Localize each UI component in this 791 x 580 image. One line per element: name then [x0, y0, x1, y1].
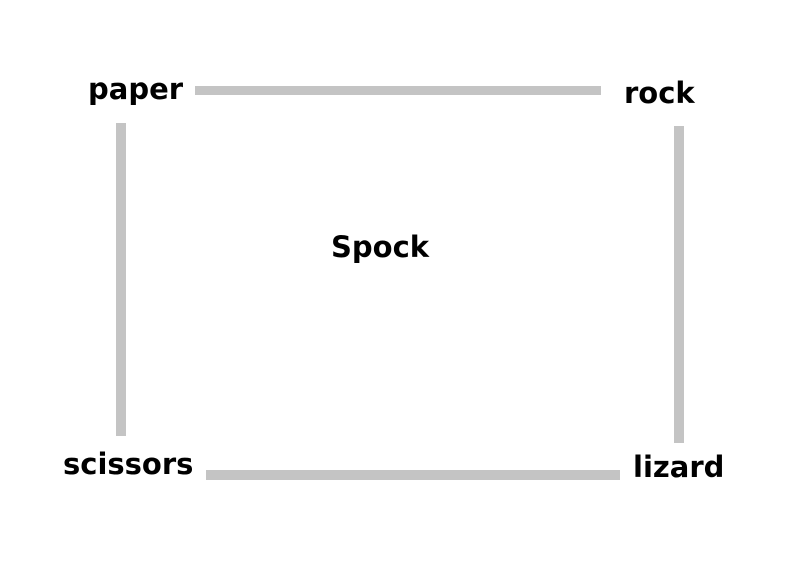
edge-lizard-scissors [206, 470, 620, 480]
node-label-rock: rock [624, 76, 695, 110]
node-label-paper: paper [88, 72, 184, 106]
node-label-spock: Spock [331, 230, 430, 264]
edge-rock-lizard [674, 126, 684, 443]
edge-scissors-paper [116, 123, 126, 436]
node-label-lizard: lizard [633, 450, 725, 484]
edge-paper-rock [195, 86, 601, 95]
node-label-scissors: scissors [63, 447, 194, 481]
